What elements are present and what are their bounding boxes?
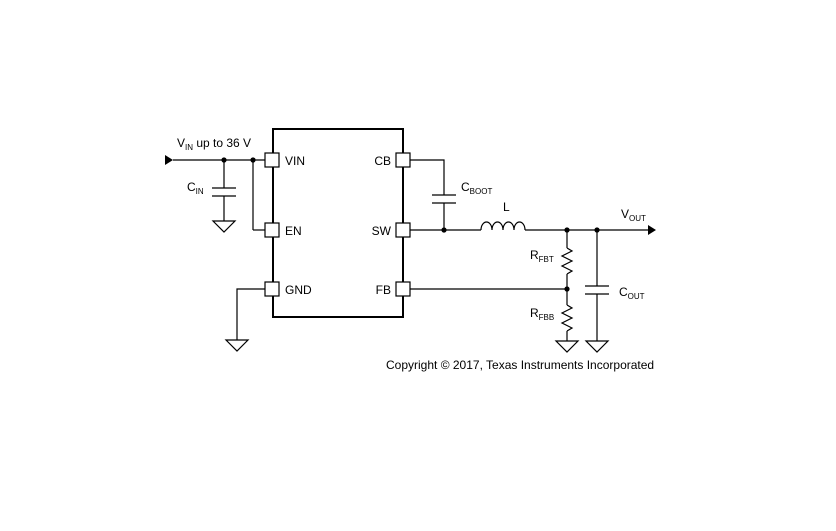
gnd-wire (236, 288, 265, 340)
label-rfbb: RFBB (530, 306, 554, 322)
ground-icon (584, 340, 610, 353)
pin-box-en (264, 222, 280, 238)
pin-label-en: EN (285, 224, 302, 238)
pin-label-vin: VIN (285, 154, 305, 168)
output-arrow (648, 225, 656, 235)
ground-icon (554, 340, 580, 353)
rfbb-zigzag (560, 304, 574, 332)
ground-icon (211, 220, 237, 233)
rfbt-zigzag (560, 247, 574, 275)
ground-icon (224, 339, 250, 352)
label-cboot: CBOOT (461, 180, 492, 196)
pin-label-cb: CB (374, 154, 391, 168)
pin-box-vin (264, 152, 280, 168)
ic-body (272, 128, 404, 318)
label-rfbt: RFBT (530, 248, 554, 264)
pin-box-fb (395, 281, 411, 297)
pin-label-fb: FB (376, 283, 391, 297)
label-cin: CIN (187, 180, 204, 196)
inductor-coil (480, 221, 526, 231)
pin-label-gnd: GND (285, 283, 312, 297)
input-arrow (165, 155, 173, 165)
pin-box-sw (395, 222, 411, 238)
cb-wire (410, 159, 445, 195)
pin-label-sw: SW (372, 224, 392, 238)
label-vout: VOUT (621, 207, 646, 223)
pin-box-cb (395, 152, 411, 168)
label-vin-input: VIN up to 36 V (177, 136, 251, 152)
label-inductor: L (503, 200, 510, 214)
copyright-notice: Copyright © 2017, Texas Instruments Inco… (386, 358, 654, 372)
label-cout: COUT (619, 285, 645, 301)
pin-box-gnd (264, 281, 280, 297)
